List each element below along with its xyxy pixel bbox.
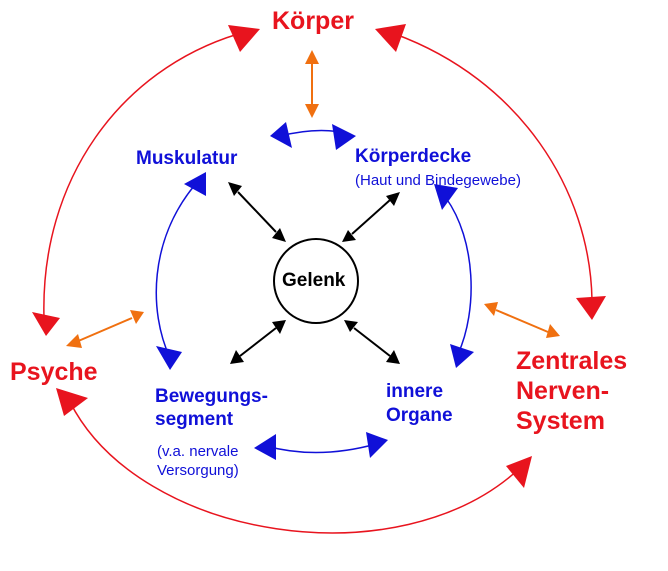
- label-bewegungssegment-line1: Bewegungs-: [155, 386, 268, 407]
- arrowhead-cross-koerper-bottom: [305, 104, 319, 118]
- outer-ring-arrowheads: [32, 24, 606, 488]
- arrowhead-organe-bottom: [366, 432, 388, 458]
- radial-arrows: [237, 191, 391, 357]
- arrowhead-radial-bewegungssegment: [230, 350, 244, 364]
- arrowhead-radial-muskulatur: [228, 182, 242, 196]
- arrowhead-cross-psyche-right: [130, 310, 144, 324]
- arrowhead-radial-gelenk-nw: [272, 228, 286, 242]
- label-organe-line1: innere: [386, 381, 444, 402]
- label-koerperdecke-sub: (Haut und Bindegewebe): [355, 172, 521, 189]
- arrowhead-radial-organe: [386, 350, 400, 364]
- arrowhead-cross-psyche-left: [66, 334, 82, 348]
- arrowhead-bewegungssegment-bottom: [254, 434, 276, 460]
- label-zns-line2: Nerven-: [516, 377, 610, 405]
- koerperdecke-organe-arrow: [445, 197, 472, 355]
- bewegungssegment-organe-arrow: [265, 443, 377, 454]
- arrowhead-koerperdecke-side: [434, 184, 458, 210]
- arrowhead-radial-gelenk-sw: [272, 320, 286, 334]
- label-zns: Zentrales Nerven- System: [516, 346, 627, 436]
- arrowhead-radial-gelenk-se: [344, 320, 358, 332]
- label-koerper: Körper: [272, 7, 354, 35]
- koerper-zns-arrow: [394, 33, 593, 301]
- arrowhead-muskulatur-side: [184, 172, 206, 196]
- arrowhead-cross-koerper-top: [305, 50, 319, 64]
- outer-ring-arrows: [43, 33, 593, 534]
- gelenk-bewegungssegment-arrow: [239, 327, 277, 357]
- label-zns-line1: Zentrales: [516, 347, 628, 375]
- gelenk-circle: [273, 238, 359, 324]
- label-organe: innere Organe: [386, 380, 453, 428]
- cross-arrows: [75, 60, 549, 343]
- psyche-inner-arrow: [75, 317, 133, 343]
- gelenk-koerperdecke-arrow: [351, 199, 391, 235]
- arrowhead-cross-zns-left: [484, 302, 498, 316]
- arrowhead-psyche-top: [32, 312, 60, 336]
- gelenk-muskulatur-arrow: [237, 191, 277, 233]
- arrowhead-bewegungssegment-side: [156, 346, 182, 370]
- zns-inner-arrow: [495, 309, 549, 333]
- arrowhead-muskulatur-top: [270, 122, 292, 148]
- label-bewegungssegment: Bewegungs- segment: [155, 385, 268, 431]
- koerper-psyche-arrow: [43, 33, 239, 319]
- muskulatur-bewegungssegment-arrow: [155, 185, 195, 359]
- arrowhead-cross-zns-right: [546, 324, 560, 338]
- arrowhead-radial-gelenk-ne: [342, 230, 356, 242]
- label-organe-line2: Organe: [386, 405, 453, 426]
- label-koerperdecke: Körperdecke: [355, 146, 472, 167]
- arrowhead-koerperdecke-top: [332, 124, 356, 150]
- arrowhead-radial-koerperdecke: [386, 192, 400, 206]
- psyche-zns-arrow: [69, 401, 521, 534]
- arrowhead-zns-top: [576, 296, 606, 320]
- label-muskulatur: Muskulatur: [136, 148, 238, 169]
- inner-ring-arrowheads: [156, 122, 474, 460]
- label-bewegungssegment-sub-line1: (v.a. nervale: [157, 443, 239, 460]
- label-bewegungssegment-sub-line2: Versorgung): [157, 462, 239, 479]
- gelenk-organe-arrow: [353, 327, 391, 357]
- label-psyche: Psyche: [10, 358, 98, 386]
- label-bewegungssegment-line2: segment: [155, 409, 234, 430]
- arrowhead-zns-bottom: [506, 456, 532, 488]
- arrowhead-koerper-left: [228, 25, 260, 52]
- arrowhead-organe-side: [450, 344, 474, 368]
- label-bewegungssegment-sub: (v.a. nervale Versorgung): [157, 442, 239, 480]
- radial-arrowheads: [228, 182, 400, 364]
- arrowhead-psyche-bottom: [56, 388, 88, 416]
- arrowhead-koerper-right: [375, 24, 406, 52]
- label-gelenk: Gelenk: [282, 270, 346, 291]
- label-zns-line3: System: [516, 407, 605, 435]
- cross-arrowheads: [66, 50, 560, 348]
